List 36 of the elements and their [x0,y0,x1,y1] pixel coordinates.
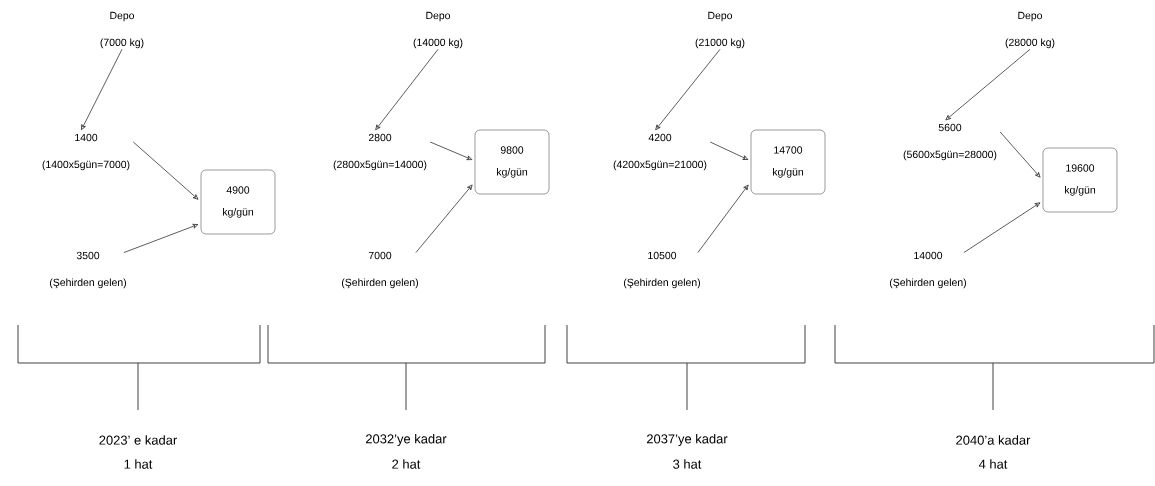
period-label: 1 hat [124,459,153,469]
process-box: 19600 kg/gün [1042,147,1118,213]
process-box: 4900 kg/gün [200,169,276,235]
arrow [709,141,749,160]
quantity-label: Depo (7000 kg) [100,11,144,49]
arrow [132,141,199,200]
process-box: 14700 kg/gün [750,129,826,195]
arrow [415,184,473,253]
period-label: 2032’ye kadar [366,433,447,447]
quantity-label: 14000 (Şehirden gelen) [889,251,966,289]
arrow [655,48,721,131]
arrow [375,48,439,131]
period-label: 4 hat [978,459,1008,469]
period-label: 2037’ye kadar [647,433,728,447]
arrow [429,141,473,161]
arrow [81,48,123,131]
period-label: 2 hat [392,459,421,469]
quantity-label: 3500 (Şehirden gelen) [50,251,126,289]
arrow [963,202,1041,253]
quantity-label: Depo (21000 kg) [695,11,745,49]
period-label: 2040’a kadar [956,435,1031,445]
quantity-label: Depo (28000 kg) [1005,11,1055,49]
period-label: 2023’ e kadar [99,435,177,445]
quantity-label: 5600 (5600x5gün=28000) [903,123,997,161]
arrow [697,184,749,253]
arrow [999,131,1041,178]
quantity-label: 1400 (1400x5gün=7000) [42,133,130,171]
quantity-label: 7000 (Şehirden gelen) [342,251,418,289]
quantity-label: 2800 (2800x5gün=14000) [333,133,427,171]
arrow [945,48,1031,121]
period-label: 3 hat [673,459,702,469]
quantity-label: 10500 (Şehirden gelen) [623,251,700,289]
quantity-label: 4200 (4200x5gün=21000) [613,133,707,171]
quantity-label: Depo (14000 kg) [413,11,463,49]
arrow [123,223,199,253]
process-box: 9800 kg/gün [474,129,550,195]
